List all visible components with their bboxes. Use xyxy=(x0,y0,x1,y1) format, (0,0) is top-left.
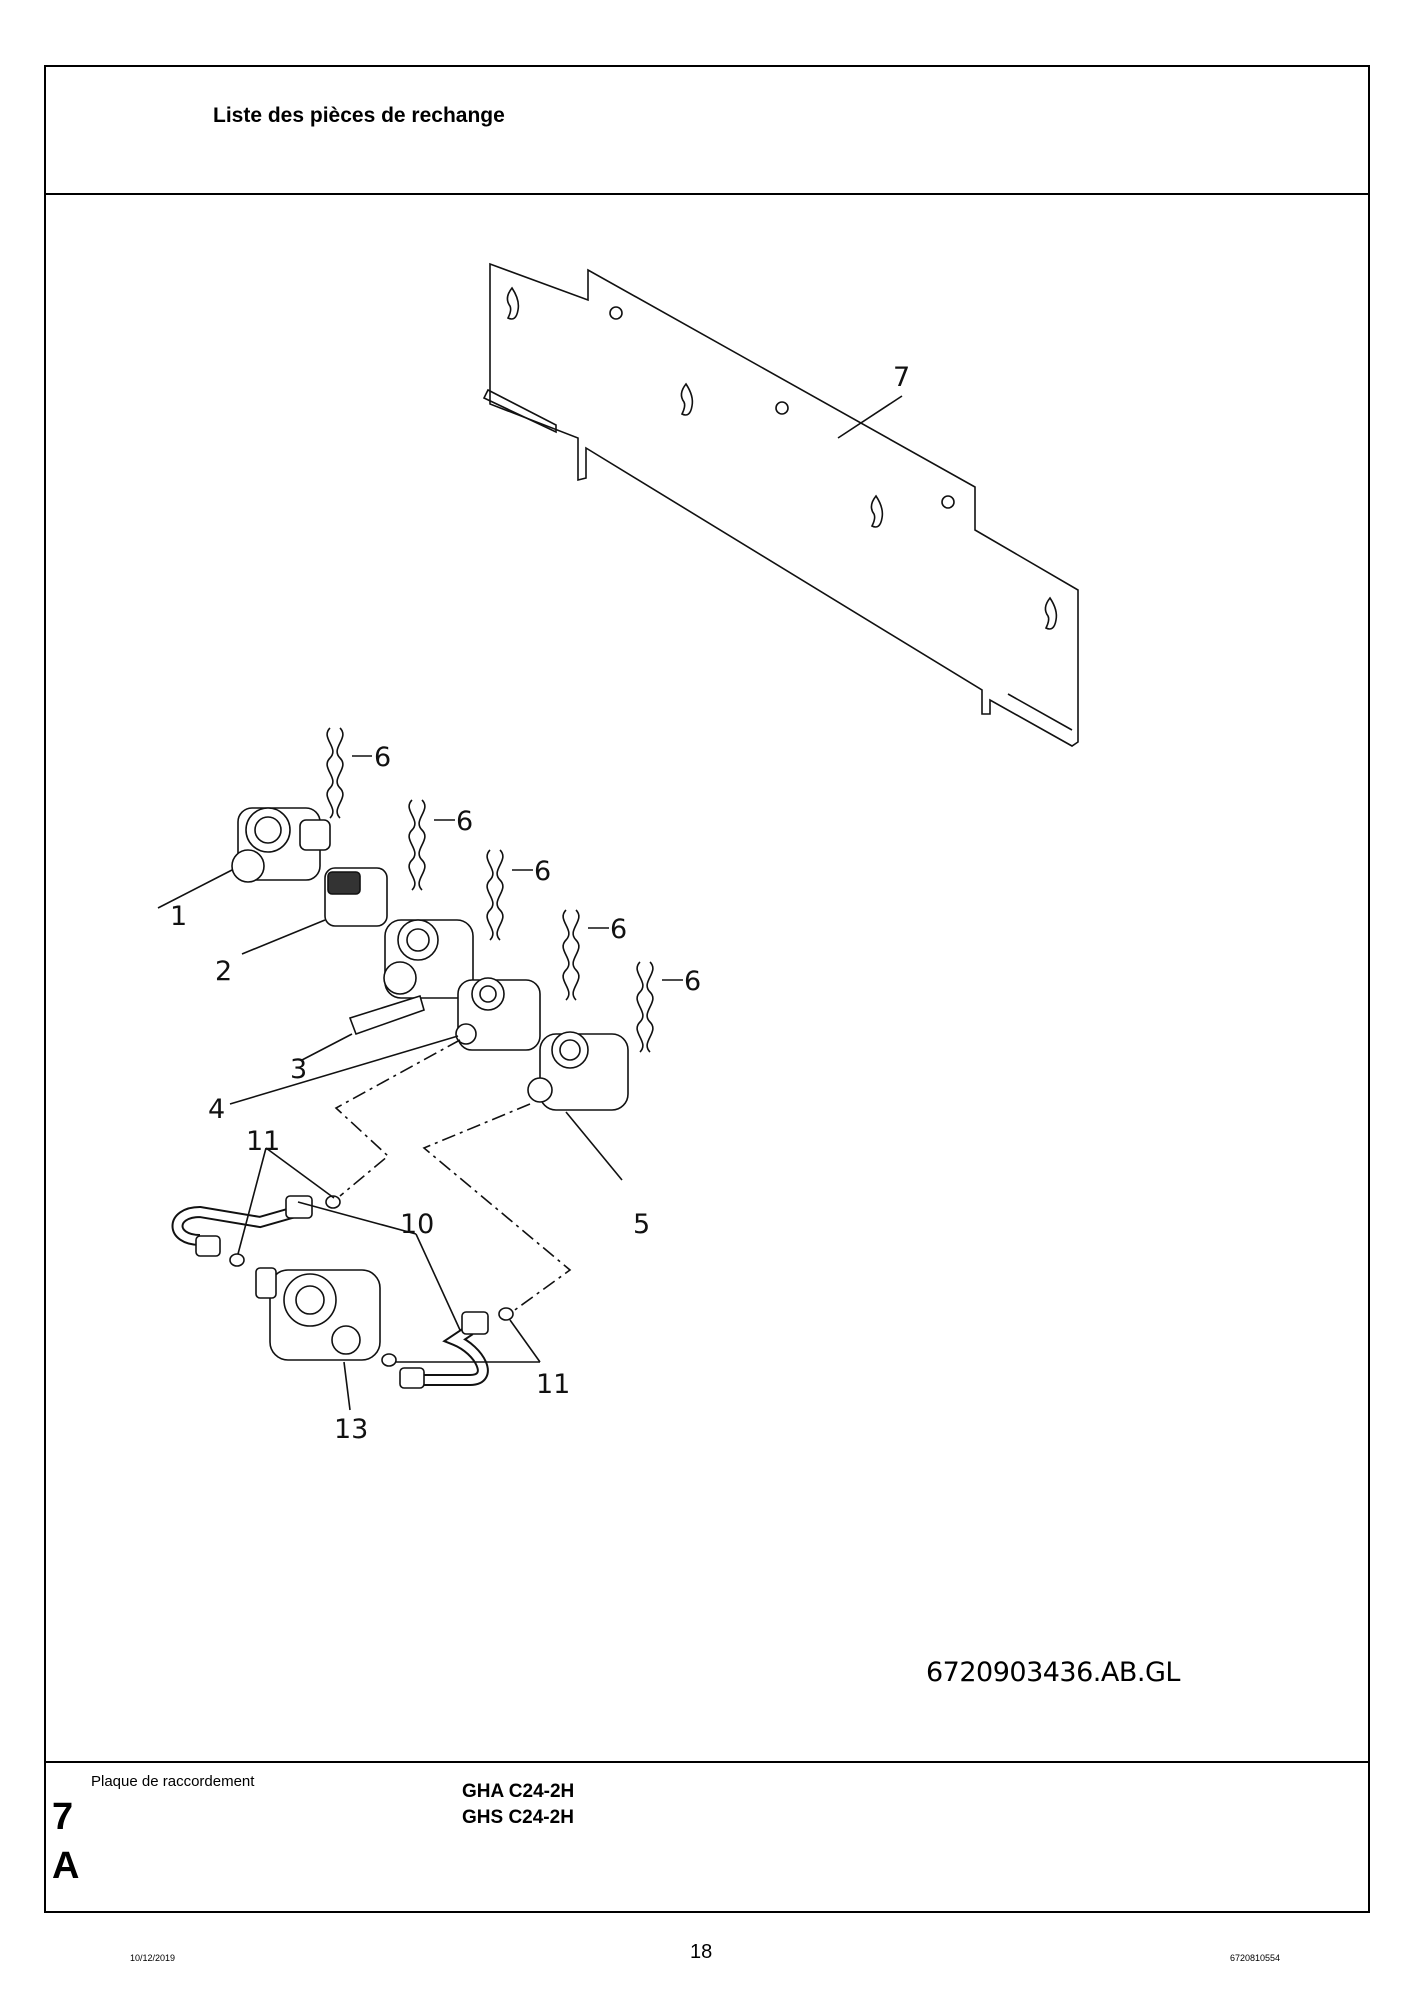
section-description: Plaque de raccordement xyxy=(91,1773,255,1790)
page-title: Liste des pièces de rechange xyxy=(213,104,505,127)
callout-6: 6 xyxy=(684,966,701,997)
footer-divider xyxy=(46,1761,1368,1763)
page-frame: Liste des pièces de rechange 6720903436.… xyxy=(44,65,1370,1913)
valve-1 xyxy=(157,807,331,909)
drawing-id: 6720903436.AB.GL xyxy=(926,1657,1180,1688)
callout-labels: 7 6 6 6 6 6 1 2 3 4 5 11 10 11 13 xyxy=(170,362,910,1445)
section-letter: A xyxy=(52,1845,80,1887)
callout-13: 13 xyxy=(334,1414,368,1445)
footer-date: 10/12/2019 xyxy=(130,1953,176,1963)
callout-4: 4 xyxy=(208,1094,225,1125)
callout-10: 10 xyxy=(400,1209,434,1240)
valve-3 xyxy=(301,919,474,1061)
callout-7: 7 xyxy=(893,362,910,393)
valve-5 xyxy=(527,1031,629,1181)
connection-lines xyxy=(334,1039,572,1313)
callout-6: 6 xyxy=(456,806,473,837)
model-name: GHS C24-2H xyxy=(462,1807,574,1828)
pipes-and-seals xyxy=(171,1147,541,1389)
section-number: 7 xyxy=(52,1796,74,1838)
header-divider xyxy=(46,193,1368,195)
callout-11: 11 xyxy=(536,1369,570,1400)
callout-1: 1 xyxy=(170,901,187,932)
page-number: 18 xyxy=(690,1941,713,1963)
callout-6: 6 xyxy=(610,914,627,945)
callout-6: 6 xyxy=(374,742,391,773)
valve-4 xyxy=(229,977,541,1105)
callout-5: 5 xyxy=(633,1209,650,1240)
valve-13 xyxy=(255,1267,381,1411)
valve-2 xyxy=(241,867,388,955)
callout-3: 3 xyxy=(290,1054,307,1085)
callout-2: 2 xyxy=(215,956,232,987)
callout-6: 6 xyxy=(534,856,551,887)
model-name: GHA C24-2H xyxy=(462,1781,575,1802)
spring-clips xyxy=(326,727,683,1053)
mounting-plate xyxy=(482,262,1079,747)
valves xyxy=(157,807,629,1411)
callout-11: 11 xyxy=(246,1126,280,1157)
document-number: 6720810554 xyxy=(1230,1953,1281,1963)
